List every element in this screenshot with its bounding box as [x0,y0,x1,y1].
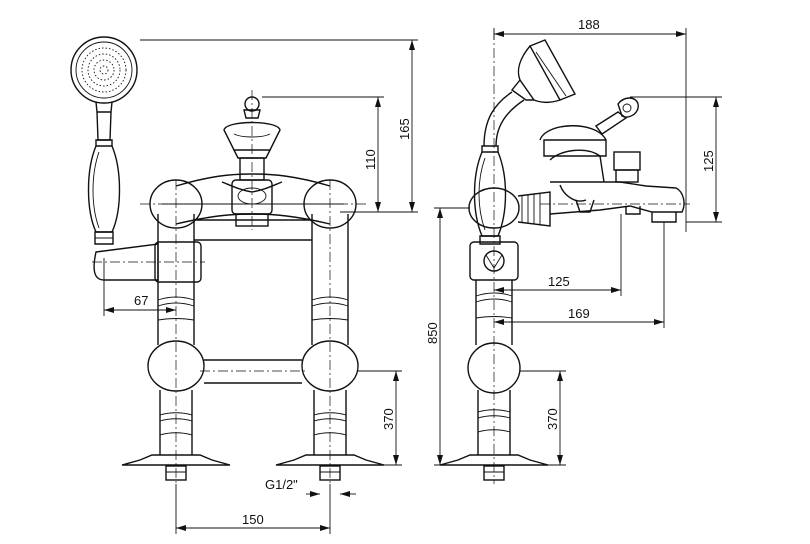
dim-165-label: 165 [397,118,412,140]
dim-125-horizontal-label: 125 [548,274,570,289]
dim-67-label: 67 [134,293,148,308]
dim-thread-label: G1/2" [265,477,298,492]
diverter-lever [223,90,281,230]
mixer-body [140,173,368,229]
side-mixer-body [517,125,690,227]
left-leg [121,180,231,484]
hand-shower-head [70,36,138,113]
side-lever [594,97,639,135]
side-dimensions [434,28,722,466]
dim-370-front-label: 370 [381,408,396,430]
side-shower-arm [483,91,525,147]
front-view: 165 110 67 370 G1/2" 150 [70,36,418,534]
side-column [439,30,549,484]
dim-169-label: 169 [568,306,590,321]
dim-150-label: 150 [242,512,264,527]
dim-370-side-label: 370 [545,408,560,430]
leg-crossbar [200,359,306,384]
hand-shower-handle [87,111,121,245]
dim-110-label: 110 [363,149,378,170]
right-leg [275,180,385,484]
side-shower-handle [473,145,507,245]
dim-125-vertical-label: 125 [701,150,716,172]
side-shower-head [510,39,576,103]
dim-850-label: 850 [425,322,440,344]
side-view: 188 125 125 169 850 370 [425,17,722,484]
shower-bracket [92,241,205,283]
front-dimensions [103,39,418,534]
upper-frame [194,219,312,241]
dim-188-label: 188 [578,17,600,32]
